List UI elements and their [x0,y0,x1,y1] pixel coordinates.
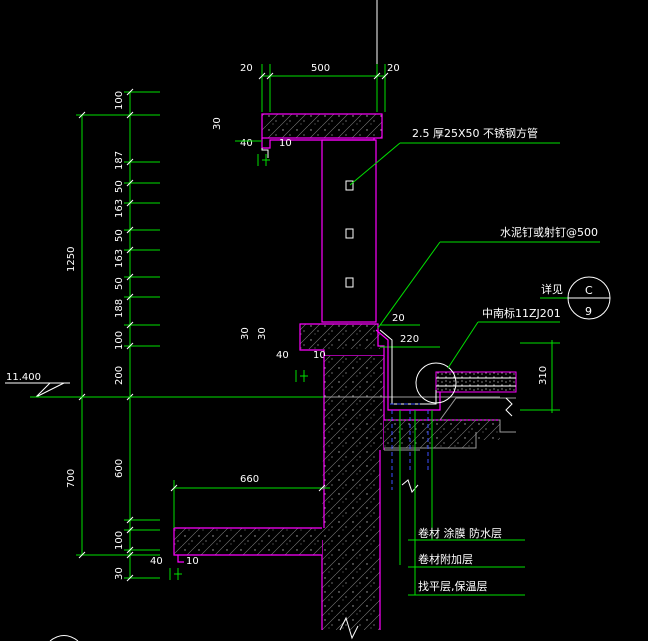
dim-cap-10: 10 [279,138,292,149]
dim-lc-10: 10 [313,350,326,361]
inner-tick [126,516,134,524]
dim-inner-200: 200 [114,366,125,385]
top-dimension: 20 500 20 [240,63,400,112]
dim-inner-50a: 50 [114,180,125,193]
bolt-hole-3 [345,277,354,288]
coping-cap: 30 40 10 [212,113,383,166]
dim-slab-10: 10 [186,556,199,567]
note-tube: 2.5 厚25X50 不锈钢方管 [349,126,560,186]
arc-fragment [49,635,79,641]
dim-660: 660 [240,474,259,485]
dim-top-left: 20 [240,63,253,74]
cantilever-slab: 660 40 10 [150,474,330,580]
dim-inner-163b: 163 [114,249,125,268]
dim-inner-50c: 50 [114,277,125,290]
inner-tick [126,111,134,119]
dim-inner-50b: 50 [114,229,125,242]
dim-outer-700: 700 [66,469,77,488]
inner-tick [126,226,134,234]
parapet-wall [174,356,500,630]
inner-tick [126,574,134,582]
dim-lc-30b: 30 [257,327,268,340]
detail-bubble-top: C [585,284,593,297]
dim-inner-600: 600 [114,459,125,478]
level-marker: 11.400 [5,372,330,398]
dim-inner-100b: 100 [114,331,125,350]
dim-lc-40: 40 [276,350,289,361]
inner-tick [126,551,134,559]
note-standard-text: 中南标11ZJ201 [482,306,561,320]
note-nail: 水泥钉或射钉@500 [377,225,600,329]
dim-lc-20: 20 [392,313,405,324]
dim-outer-1250: 1250 [66,247,77,272]
note-nail-text: 水泥钉或射钉@500 [500,225,598,239]
dim-inner-188: 188 [114,299,125,318]
inner-tick [126,179,134,187]
level-text: 11.400 [6,372,41,383]
dim-inner-100a: 100 [114,91,125,110]
dim-inner-187: 187 [114,151,125,170]
dim-inner-100c: 100 [114,531,125,550]
steel-post [321,139,377,323]
note-detail-ref: 详见 [541,282,563,296]
roof-slab: 310 [375,329,560,490]
left-inner-dimension: 100 187 50 163 50 163 50 188 100 200 600… [114,88,160,582]
inner-tick [126,246,134,254]
bolt-hole-2 [345,228,354,239]
inner-tick [126,273,134,281]
dim-top-mid: 500 [311,63,330,74]
inner-tick [126,321,134,329]
inner-tick [126,199,134,207]
note-tube-text: 2.5 厚25X50 不锈钢方管 [412,126,538,140]
break-mark [339,616,359,640]
bolt-hole-1 [345,180,354,191]
dim-slab-40: 40 [150,556,163,567]
left-outer-dimension: 1250 700 [66,111,160,559]
inner-tick [126,158,134,166]
dim-inner-30: 30 [114,567,125,580]
detail-bubble-bottom: 9 [585,305,592,318]
dim-inner-163a: 163 [114,199,125,218]
inner-tick [126,293,134,301]
dim-lc-220: 220 [400,334,419,345]
dim-cap-40: 40 [240,138,253,149]
lower-coping: 30 30 40 10 20 220 [240,313,440,382]
layer-legend: 卷材 涂膜 防水层 卷材附加层 找平层,保温层 [399,410,525,596]
note-detail: 中南标11ZJ201 详见 C 9 [447,276,611,369]
inner-tick [126,546,134,554]
inner-tick [126,88,134,96]
break-mark-2 [401,479,419,493]
legend-3: 找平层,保温层 [418,579,488,593]
inner-tick [126,526,134,534]
inner-tick [126,342,134,350]
dim-lc-30a: 30 [240,327,251,340]
legend-2: 卷材附加层 [418,552,473,566]
dim-310: 310 [538,366,549,385]
dim-top-right: 20 [387,63,400,74]
dim-cap-30: 30 [212,117,223,130]
legend-1: 卷材 涂膜 防水层 [418,526,502,540]
